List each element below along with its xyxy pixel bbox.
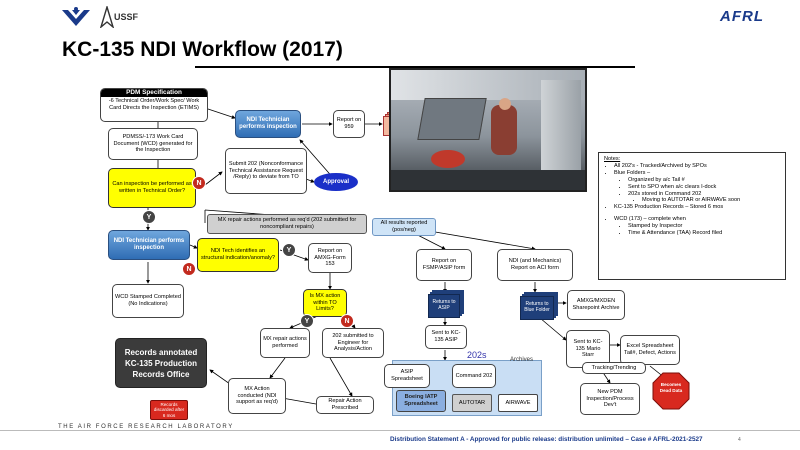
submit-202-box: Submit 202 (Nonconformance Technical Ass… [225,148,307,194]
autotar-box: AUTOTAR [452,394,492,412]
airwave-box: AIRWAVE [498,394,538,412]
returns-to-blue-folder-doc: Returns to Blue Folder [520,296,554,320]
note-item: All 202's - Tracked/Archived by SPOs [614,163,780,170]
asip-spreadsheet-box: ASIP Spreadsheet [384,364,430,388]
note-item: Time & Attendance (TAA) Record filed [628,230,780,237]
report-amxg-box: Report on AMXG-Form 153 [308,243,352,273]
page-title: KC-135 NDI Workflow (2017) [62,38,343,61]
becomes-dead-data-stop: Becomes Dead Data [652,372,690,410]
returns-to-asip-doc: Returns to ASIP [428,294,460,318]
ndi-mechanics-box: NDI (and Mechanics) Report on ACI form [497,249,573,281]
report-fsmp-box: Report on FSMP/ASIP form [416,249,472,281]
title-underline [195,66,635,68]
sent-to-kc135-asip-box: Sent to KC-135 ASIP [425,325,467,349]
note-item: 202s stored in Command 202 Moving to AUT… [628,191,780,205]
footer-lab-name: THE AIR FORCE RESEARCH LABORATORY [58,424,238,430]
repair-action-box: Repair Action Prescribed [316,396,374,414]
note-item: Organized by a/c Tail # [628,177,780,184]
afrl-logo: AFRL [720,8,764,25]
no-marker: N [192,176,206,190]
mx-action-conducted-box: MX Action conducted (NDI support as req'… [228,378,286,414]
archives-label: Archives [510,357,534,363]
yes-marker: Y [300,314,314,328]
notes-panel: Notes: All 202's - Tracked/Archived by S… [598,152,786,280]
submitted-202-box: 202 submitted to Engineer for Analysis/A… [322,328,384,358]
note-item: KC-135 Production Records – Stored 6 mos [614,204,780,211]
becomes-dead-data-label: Becomes Dead Data [659,382,683,393]
wcd-stamped-box: WCD Stamped Completed (No Indications) [112,284,184,318]
all-results-reported-box: All results reported (pos/neg) [372,218,436,236]
usaf-logo [60,6,92,28]
note-item: Moving to AUTOTAR or AIRWAVE soon [642,197,780,204]
ussf-label: USSF [114,12,139,22]
ndi-technician-box-1: NDI Technician performs inspection [235,110,301,138]
pdm-spec-body: -6 Technical Order/Work Spec/ Work Card … [108,98,200,111]
approval-ellipse: Approval [314,173,358,191]
ndi-identifies-decision: NDI Tech identifies an structural indica… [197,238,279,272]
note-item: WCD (173) – complete when Stamped by Ins… [614,216,780,237]
excel-spreadsheet-box: Excel Spreadsheet Tail#, Defect, Actions [620,335,680,365]
mx-repair-performed-box: MX repair actions performed [260,328,310,358]
note-item: Sent to SPO when a/c clears I-dock [628,184,780,191]
ussf-logo: USSF [100,6,145,28]
notes-heading: Notes: [604,156,621,162]
pdm-specification-box: PDM Specification -6 Technical Order/Wor… [100,88,208,122]
pdm-spec-title: PDM Specification [101,89,207,97]
yes-marker: Y [282,243,296,257]
distribution-statement: Distribution Statement A - Approved for … [390,436,703,443]
records-discarded-box: Records discarded after 6 mos [150,400,188,420]
sent-to-mario-box: Sent to KC-135 Mario Starr [566,330,610,368]
pdmss-box: PDMSS/-173 Work Card Document (WCD) gene… [108,128,198,160]
amxg-mxden-archive-box: AMXG/MXDEN Sharepoint Archive [567,290,625,320]
aircraft-inspection-photo [389,68,587,192]
note-item: Blue Folders – Organized by a/c Tail # S… [614,170,780,205]
yes-marker: Y [142,210,156,224]
no-marker: N [182,262,196,276]
ndi-technician-box-2: NDI Technician performs inspection [108,230,190,260]
is-mx-action-decision: Is MX action within TO Limits? [303,289,347,317]
can-inspection-decision: Can inspection be performed as written i… [108,168,196,208]
tracking-trending-box: Tracking/Trending [582,362,646,374]
page-number: 4 [738,437,741,443]
footer-divider [0,430,800,431]
label-202s: 202s [467,350,487,360]
command-202-box: Command 202 [452,364,496,388]
boeing-iatp-box: Boeing IATP Spreadsheet [396,390,446,412]
report-959-box: Report on 959 [333,110,365,138]
note-item: Stamped by Inspector [628,223,780,230]
new-pdm-box: New PDM Inspection/Process Dev't [580,383,640,415]
mx-repair-actions-box: MX repair actions performed as req'd (20… [207,214,367,234]
no-marker: N [340,314,354,328]
records-annotated-box: Records annotated KC-135 Production Reco… [115,338,207,388]
